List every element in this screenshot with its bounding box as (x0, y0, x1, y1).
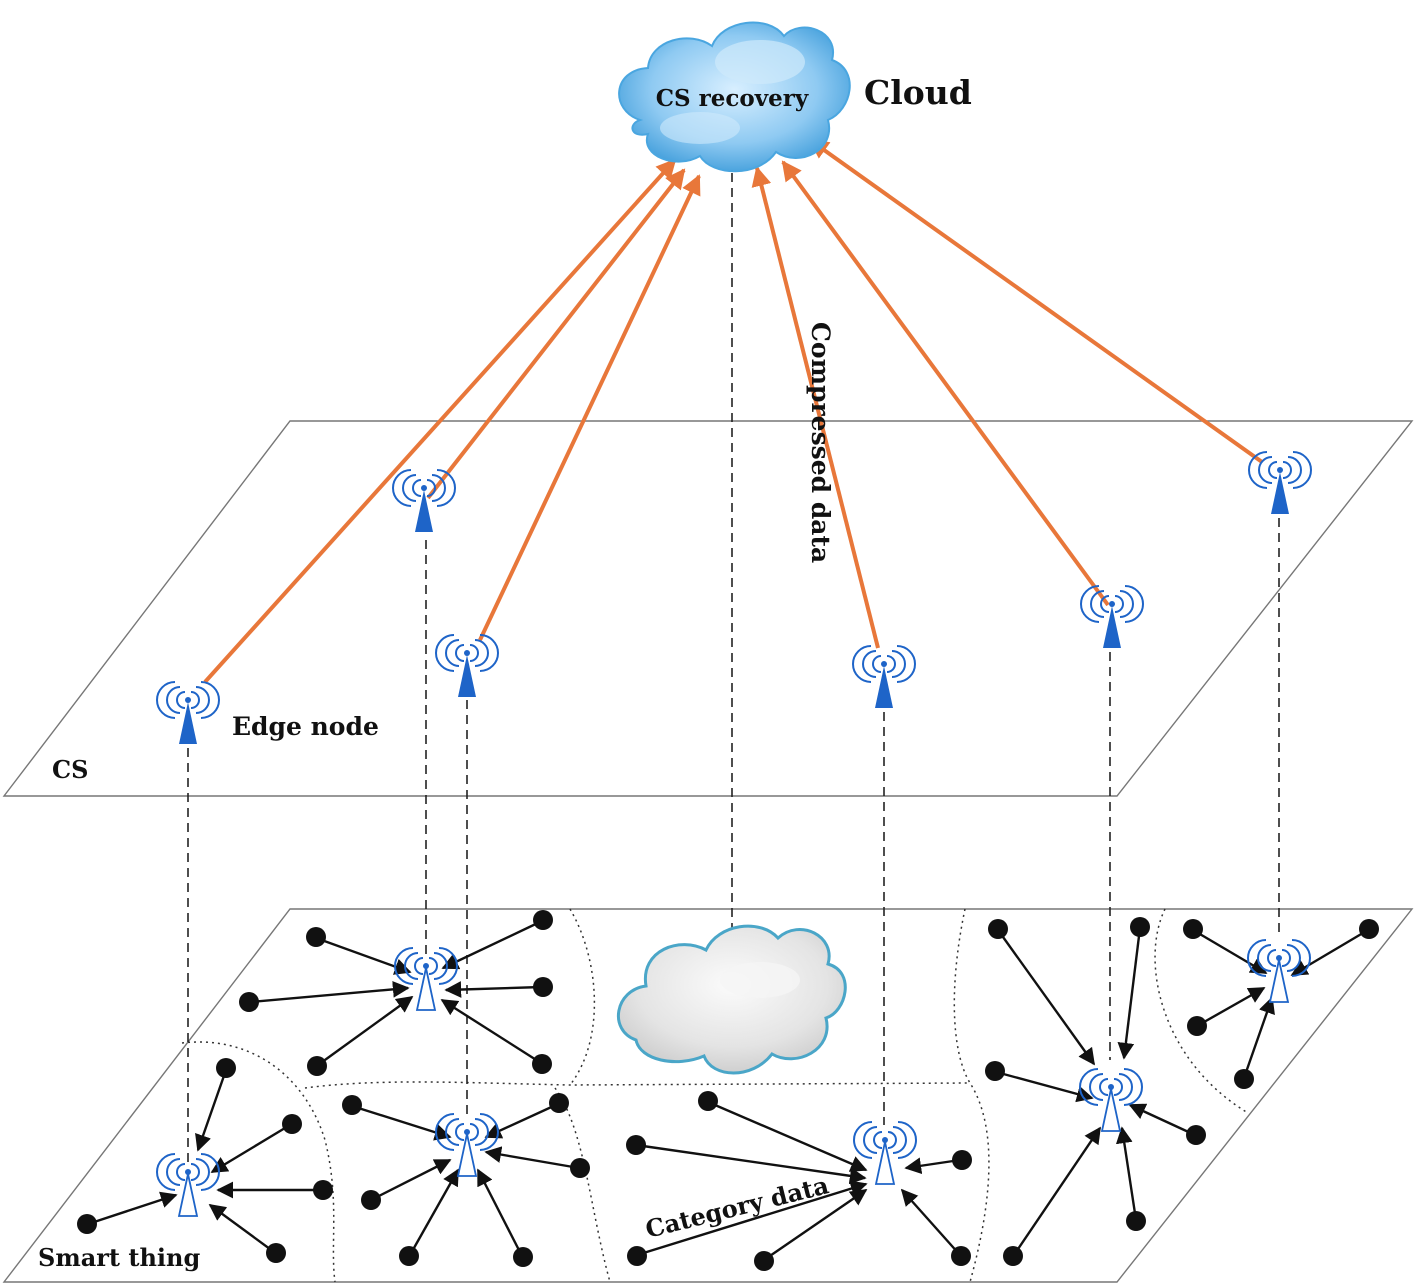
uplink-2 (426, 168, 686, 500)
antenna-tower-icon (853, 1121, 917, 1185)
antenna-tower-icon (394, 947, 458, 1011)
antenna-tower-icon (852, 645, 916, 709)
category-links (87, 919, 1369, 1261)
smart-thing-label: Smart thing (38, 1243, 200, 1272)
edge-towers (156, 451, 1312, 745)
vertical-links (187, 158, 1280, 1165)
cloud-center-label: CS recovery (656, 85, 809, 112)
uplink-1 (203, 158, 677, 684)
antenna-tower-icon (156, 1153, 220, 1217)
cloud-icon (618, 21, 851, 173)
cs-plane-label: CS (52, 755, 88, 784)
antenna-tower-icon (1080, 585, 1144, 649)
antenna-tower-icon (392, 469, 456, 533)
smart-things (77, 910, 1379, 1271)
gray-cloud-icon (616, 924, 847, 1075)
smart-thing-plane (2, 908, 1414, 1283)
antenna-tower-icon (1079, 1068, 1143, 1132)
cs-plane (2, 420, 1414, 797)
edge-node-label: Edge node (232, 712, 379, 741)
cloud-title: Cloud (864, 73, 972, 112)
antenna-tower-icon (156, 681, 220, 745)
uplinks (203, 138, 1264, 684)
uplink-6 (808, 138, 1264, 464)
uplink-5 (781, 160, 1110, 607)
compressed-data-label: Compressed data (806, 322, 835, 563)
uplink-4 (751, 166, 880, 649)
uplink-3 (478, 174, 701, 641)
antenna-tower-icon (435, 1113, 499, 1177)
antenna-tower-icon (435, 634, 499, 698)
